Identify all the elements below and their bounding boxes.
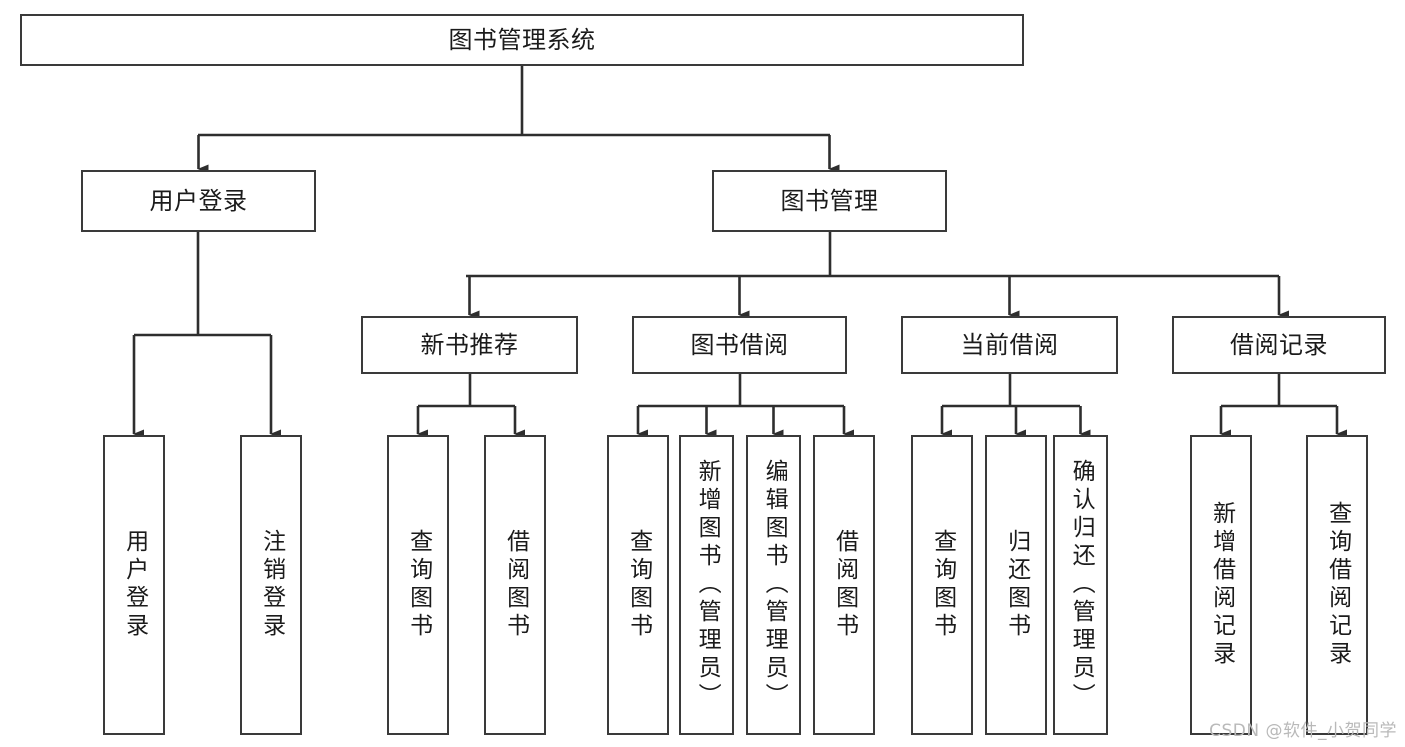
node-label: 注销登录	[258, 529, 285, 641]
node-label: 归还图书	[1003, 529, 1030, 641]
node-label: 借阅图书	[831, 529, 858, 641]
node-record[interactable]: 借阅记录	[1172, 316, 1386, 374]
node-label: 查询借阅记录	[1324, 501, 1351, 669]
node-leaf1[interactable]: 用户登录	[103, 435, 165, 735]
node-leaf4[interactable]: 借阅图书	[484, 435, 546, 735]
node-leaf5[interactable]: 查询图书	[607, 435, 669, 735]
node-leaf8[interactable]: 借阅图书	[813, 435, 875, 735]
node-leaf2[interactable]: 注销登录	[240, 435, 302, 735]
node-label: 用户登录	[121, 529, 148, 641]
node-label: 新增借阅记录	[1208, 501, 1235, 669]
node-newbook[interactable]: 新书推荐	[361, 316, 578, 374]
node-label: 借阅记录	[1230, 330, 1328, 359]
node-label: 查询图书	[405, 529, 432, 641]
node-label: 编辑图书（管理员）	[761, 459, 788, 711]
node-borrow[interactable]: 图书借阅	[632, 316, 847, 374]
node-label: 图书管理	[780, 186, 879, 215]
node-label: 当前借阅	[960, 330, 1059, 359]
node-leaf10[interactable]: 归还图书	[985, 435, 1047, 735]
node-current[interactable]: 当前借阅	[901, 316, 1118, 374]
node-leaf6[interactable]: 新增图书（管理员）	[679, 435, 734, 735]
node-leaf7[interactable]: 编辑图书（管理员）	[746, 435, 801, 735]
node-label: 查询图书	[625, 529, 652, 641]
node-leaf11[interactable]: 确认归还（管理员）	[1053, 435, 1108, 735]
node-label: 用户登录	[149, 186, 248, 215]
node-label: 图书借阅	[690, 330, 789, 359]
node-label: 新书推荐	[420, 330, 519, 359]
connector-lines	[132, 66, 1347, 439]
node-root[interactable]: 图书管理系统	[20, 14, 1024, 66]
node-bookmgmt[interactable]: 图书管理	[712, 170, 947, 232]
node-label: 确认归还（管理员）	[1068, 459, 1095, 711]
node-leaf9[interactable]: 查询图书	[911, 435, 973, 735]
node-leaf3[interactable]: 查询图书	[387, 435, 449, 735]
node-label: 查询图书	[929, 529, 956, 641]
node-login[interactable]: 用户登录	[81, 170, 316, 232]
node-label: 新增图书（管理员）	[694, 459, 721, 711]
watermark-text: CSDN @软件_小贺同学	[1209, 721, 1397, 741]
node-label: 借阅图书	[502, 529, 529, 641]
node-leaf12[interactable]: 新增借阅记录	[1190, 435, 1252, 735]
node-label: 图书管理系统	[448, 25, 596, 54]
node-leaf13[interactable]: 查询借阅记录	[1306, 435, 1368, 735]
